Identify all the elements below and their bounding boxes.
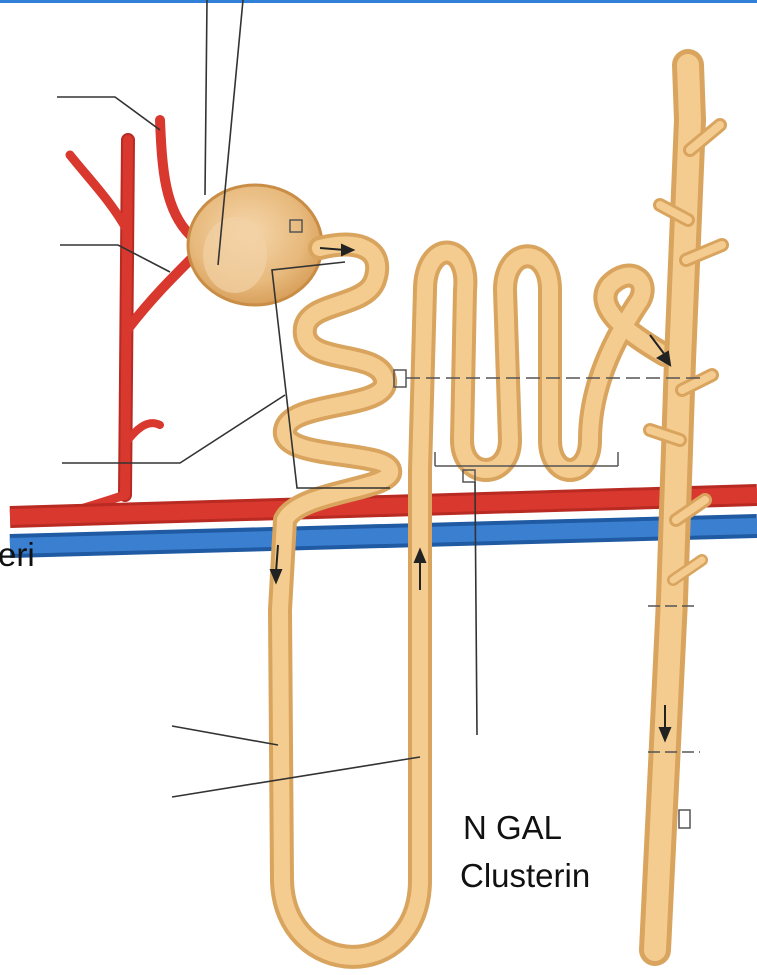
glomerulus: [188, 185, 322, 305]
marker-label-ngal: N GAL: [463, 809, 562, 846]
marker-label-clusterin: Clusterin: [460, 857, 590, 894]
arteriole-tree: [60, 120, 195, 515]
blood-vessels: [10, 495, 757, 546]
partial-label-eri: eri: [0, 536, 35, 573]
